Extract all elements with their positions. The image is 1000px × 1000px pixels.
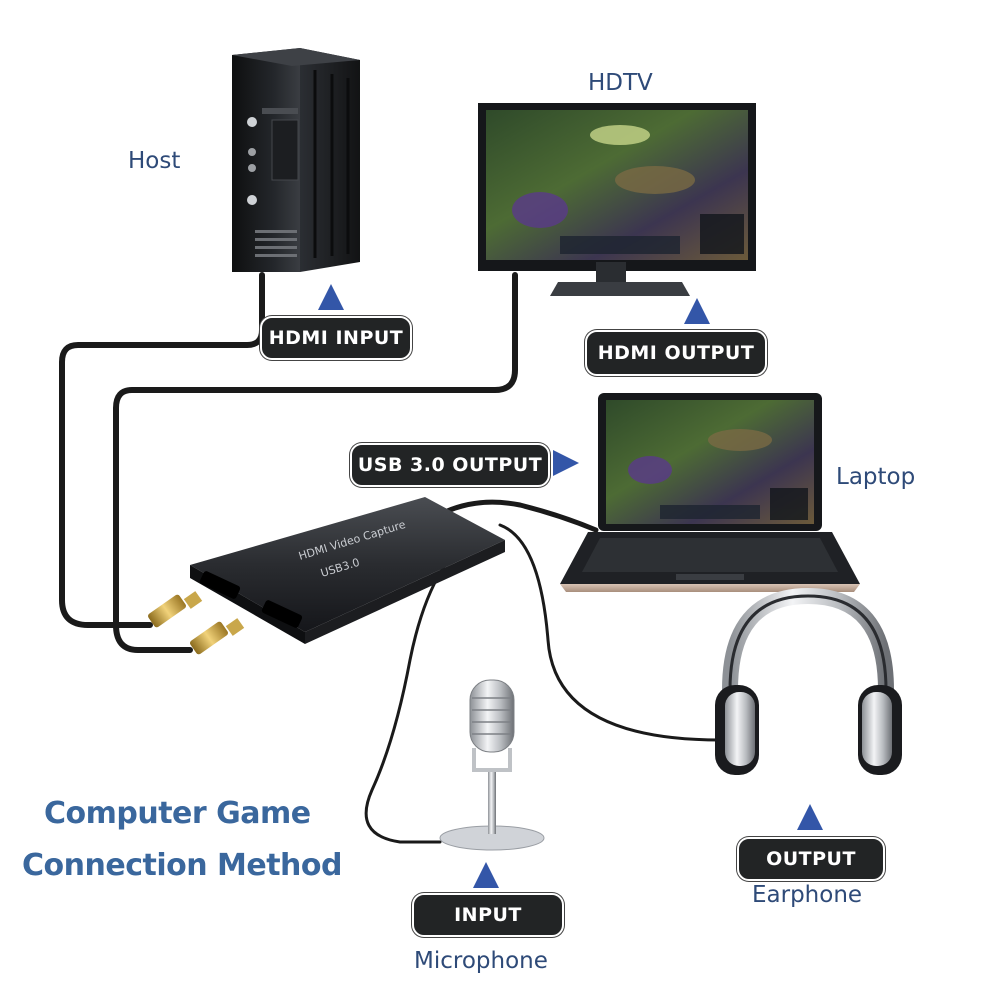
hdmi-output-arrow-icon	[684, 298, 710, 324]
usb-output-pill: USB 3.0 OUTPUT	[350, 443, 550, 487]
usb-output-arrow-icon	[553, 450, 579, 476]
capture-card-icon: HDMI Video Capture USB3.0	[190, 497, 505, 644]
microphone-icon	[439, 679, 545, 851]
laptop-label: Laptop	[836, 464, 916, 490]
game-screen-detail	[512, 125, 744, 254]
title-line-2: Connection Method	[22, 848, 343, 883]
title-line-1: Computer Game	[44, 796, 311, 831]
hdtv-label: HDTV	[588, 70, 653, 96]
host-hdmi-cable	[59, 272, 265, 628]
laptop-icon	[560, 393, 860, 592]
hdtv-hdmi-cable	[113, 272, 518, 653]
host-label: Host	[128, 148, 181, 174]
tv-monitor-icon	[478, 103, 756, 296]
mic-input-pill: INPUT	[412, 893, 564, 937]
hdmi-output-pill: HDMI OUTPUT	[585, 330, 767, 376]
usb-cable	[427, 499, 599, 533]
earphone-label: Earphone	[752, 882, 863, 908]
earphone-output-pill: OUTPUT	[737, 837, 885, 881]
earphone-cable	[498, 523, 722, 742]
hdmi-input-pill: HDMI INPUT	[260, 316, 412, 360]
mic-input-arrow-icon	[473, 862, 499, 888]
hdmi-plug-icon	[148, 591, 245, 655]
pc-tower-icon	[232, 48, 360, 272]
earphone-output-arrow-icon	[797, 804, 823, 830]
headphones-icon	[715, 587, 902, 775]
microphone-label: Microphone	[414, 948, 548, 974]
hdmi-input-arrow-icon	[318, 284, 344, 310]
